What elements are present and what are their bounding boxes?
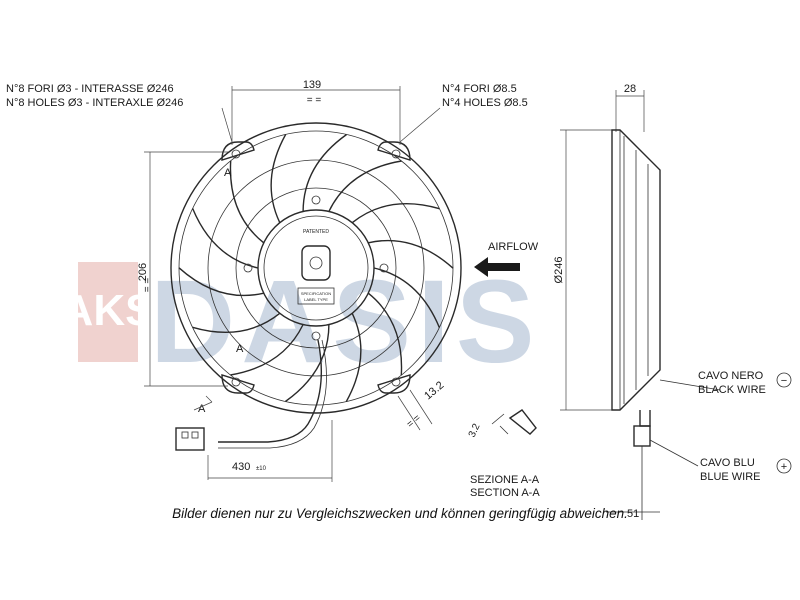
motor-label-line3: LABEL TYPE xyxy=(304,297,328,302)
dim-hole-equal: = = xyxy=(405,412,423,430)
cable-black-it: CAVO NERO xyxy=(698,370,764,382)
dim-height: 206 xyxy=(137,263,149,281)
grille-spoke xyxy=(302,133,348,212)
airflow-label: AIRFLOW xyxy=(488,241,539,253)
svg-text:DASIS: DASIS xyxy=(150,256,541,388)
disclaimer-caption: Bilder dienen nur zu Vergleichszwecken u… xyxy=(172,506,628,521)
grille-spoke xyxy=(367,292,403,376)
grille-spoke xyxy=(351,203,440,224)
fan-side-view xyxy=(560,90,792,520)
grille-spoke xyxy=(284,324,330,403)
section-a-a-detail: 3.2 xyxy=(467,409,537,440)
section-label-it: SEZIONE A-A xyxy=(470,474,540,486)
grille-spoke xyxy=(373,267,441,328)
note-holes-it: N°8 FORI Ø3 - INTERASSE Ø246 xyxy=(6,83,174,95)
note-fix-it: N°4 FORI Ø8.5 xyxy=(442,83,517,95)
cable-blue-en: BLUE WIRE xyxy=(700,471,761,483)
grille-spoke xyxy=(270,134,287,224)
dim-height-equal: = = xyxy=(142,278,153,293)
motor-label-line2: SPECIFICATION xyxy=(301,291,331,296)
cable-blue-it: CAVO BLU xyxy=(700,457,755,469)
plus-sign: + xyxy=(781,461,787,473)
dimension-lines-front xyxy=(144,86,441,482)
grille-spoke xyxy=(368,239,454,269)
grille-spoke xyxy=(191,208,259,269)
dim-depth: 28 xyxy=(624,83,636,95)
grille-spoke xyxy=(230,324,304,376)
dim-bottom-depth: 51 xyxy=(627,508,639,520)
grille-spoke xyxy=(345,312,362,402)
fan-front-view: PATENTED SPECIFICATION LABEL TYPE A A A xyxy=(170,122,462,451)
dim-section-depth: 3.2 xyxy=(467,422,483,440)
section-mark-a-top: A xyxy=(224,167,232,179)
grille-spoke xyxy=(178,267,264,297)
motor-label-line1: PATENTED xyxy=(303,229,329,235)
section-mark-a-bottom: A xyxy=(198,403,206,415)
dim-cable-tolerance: ±10 xyxy=(256,466,267,472)
grille-spoke xyxy=(229,160,265,244)
cable-black-en: BLACK WIRE xyxy=(698,384,766,396)
section-mark-a-mid: A xyxy=(236,343,244,355)
dim-cable-length: 430 xyxy=(232,461,250,473)
airflow-arrow xyxy=(474,257,520,277)
note-holes-en: N°8 HOLES Ø3 - INTERAXLE Ø246 xyxy=(6,97,183,109)
minus-sign: − xyxy=(781,375,787,387)
grille-spoke xyxy=(192,312,281,333)
note-fix-en: N°4 HOLES Ø8.5 xyxy=(442,97,528,109)
fan-grille-spokes xyxy=(178,133,454,403)
dim-top-equal: = = xyxy=(307,95,322,106)
svg-text:AKS: AKS xyxy=(62,286,155,335)
dim-top-width: 139 xyxy=(303,79,321,91)
watermark: AKS DASIS xyxy=(62,256,541,388)
section-label-en: SECTION A-A xyxy=(470,487,540,499)
dim-diameter: Ø246 xyxy=(553,257,565,284)
grille-spoke xyxy=(328,160,402,212)
